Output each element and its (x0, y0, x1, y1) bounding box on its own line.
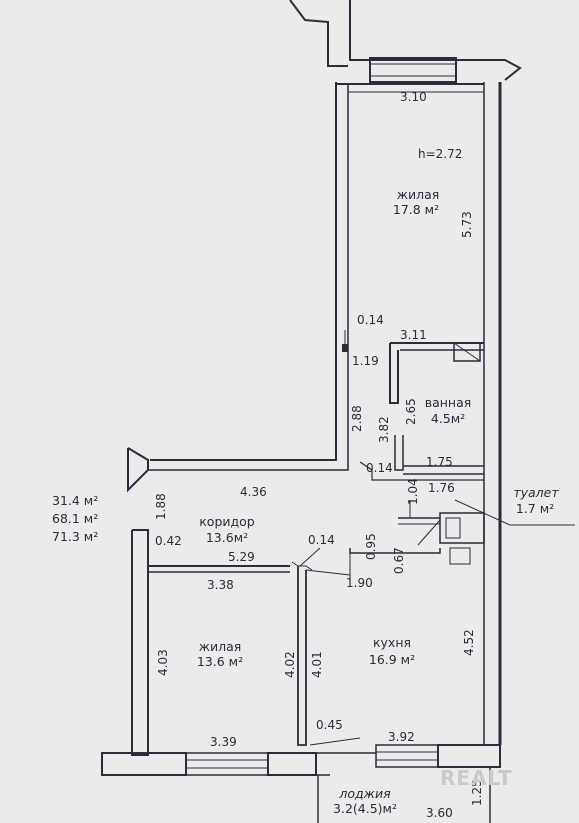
bottom-wall-left (101, 752, 187, 776)
dim-4-03: 4.03 (156, 649, 170, 676)
top-right-wall (349, 0, 522, 81)
toilet-leader (454, 499, 511, 526)
bottom-wall-right (437, 744, 501, 768)
corridor-name: коридор (199, 514, 255, 529)
bath-left-wall (389, 343, 399, 404)
living1-left-wall (150, 82, 337, 461)
living1-name: жилая (396, 187, 440, 202)
dim-4-36: 4.36 (240, 485, 267, 499)
loggia-area: 3.2(4.5)м² (333, 801, 397, 816)
dim-1-19: 1.19 (352, 354, 379, 368)
dim-3-10: 3.10 (400, 90, 427, 104)
top-wall-line (289, 0, 348, 67)
kitchen-left-wall (297, 566, 307, 746)
window-top (369, 57, 457, 83)
dim-2-65: 2.65 (404, 398, 418, 425)
dim-0-67: 0.67 (392, 547, 406, 574)
bath-area: 4.5м² (430, 411, 466, 426)
dim-3-92: 3.92 (388, 730, 415, 744)
dim-5-73: 5.73 (460, 211, 474, 238)
kitchen-top-partition (349, 548, 441, 554)
ceiling-height: h=2.72 (418, 147, 463, 161)
dim-1-04: 1.04 (406, 478, 420, 505)
dim-0-14-a: 0.14 (357, 313, 384, 327)
kitchen-area: 16.9 м² (368, 652, 416, 667)
dim-3-38: 3.38 (207, 578, 234, 592)
dim-0-42: 0.42 (155, 534, 182, 548)
entrance-notch (127, 447, 149, 493)
dim-3-82: 3.82 (377, 416, 391, 443)
dim-1-88: 1.88 (154, 493, 168, 520)
total-area-with-loggia: 71.3 м² (52, 529, 99, 544)
dim-5-29: 5.29 (228, 550, 255, 564)
dim-3-11: 3.11 (400, 328, 427, 342)
total-area: 68.1 м² (52, 511, 99, 526)
realt-watermark: REALT (440, 766, 513, 790)
dim-0-14-b: 0.14 (366, 461, 393, 475)
bottom-wall-mid (267, 752, 317, 776)
dim-4-02: 4.02 (283, 651, 297, 678)
living2-area: 13.6 м² (196, 654, 244, 669)
bath-name: ванная (424, 395, 472, 410)
living2-name: жилая (198, 639, 242, 654)
living2-left-wall (131, 529, 149, 756)
dim-3-39: 3.39 (210, 735, 237, 749)
dim-4-01: 4.01 (310, 651, 324, 678)
window-bottom-right (375, 744, 439, 768)
dim-0-45: 0.45 (316, 718, 343, 732)
total-living-area: 31.4 м² (52, 493, 99, 508)
window-bottom-left (185, 752, 269, 776)
dim-2-88: 2.88 (350, 405, 364, 432)
bath-fixture (453, 342, 481, 362)
dim-0-14-c: 0.14 (308, 533, 335, 547)
toilet-name: туалет (513, 485, 559, 500)
loggia-name: лоджия (339, 786, 391, 801)
bath-lower-left (394, 435, 404, 471)
dim-4-52: 4.52 (462, 629, 476, 656)
kitchen-name: кухня (372, 635, 412, 650)
dim-0-95: 0.95 (364, 533, 378, 560)
dim-3-60: 3.60 (426, 806, 453, 820)
corridor-area: 13.6м² (205, 530, 249, 545)
dim-1-76: 1.76 (428, 481, 455, 495)
toilet-area: 1.7 м² (515, 501, 555, 516)
dim-1-90: 1.90 (346, 576, 373, 590)
dim-1-75: 1.75 (426, 455, 453, 469)
living1-area: 17.8 м² (392, 202, 440, 217)
